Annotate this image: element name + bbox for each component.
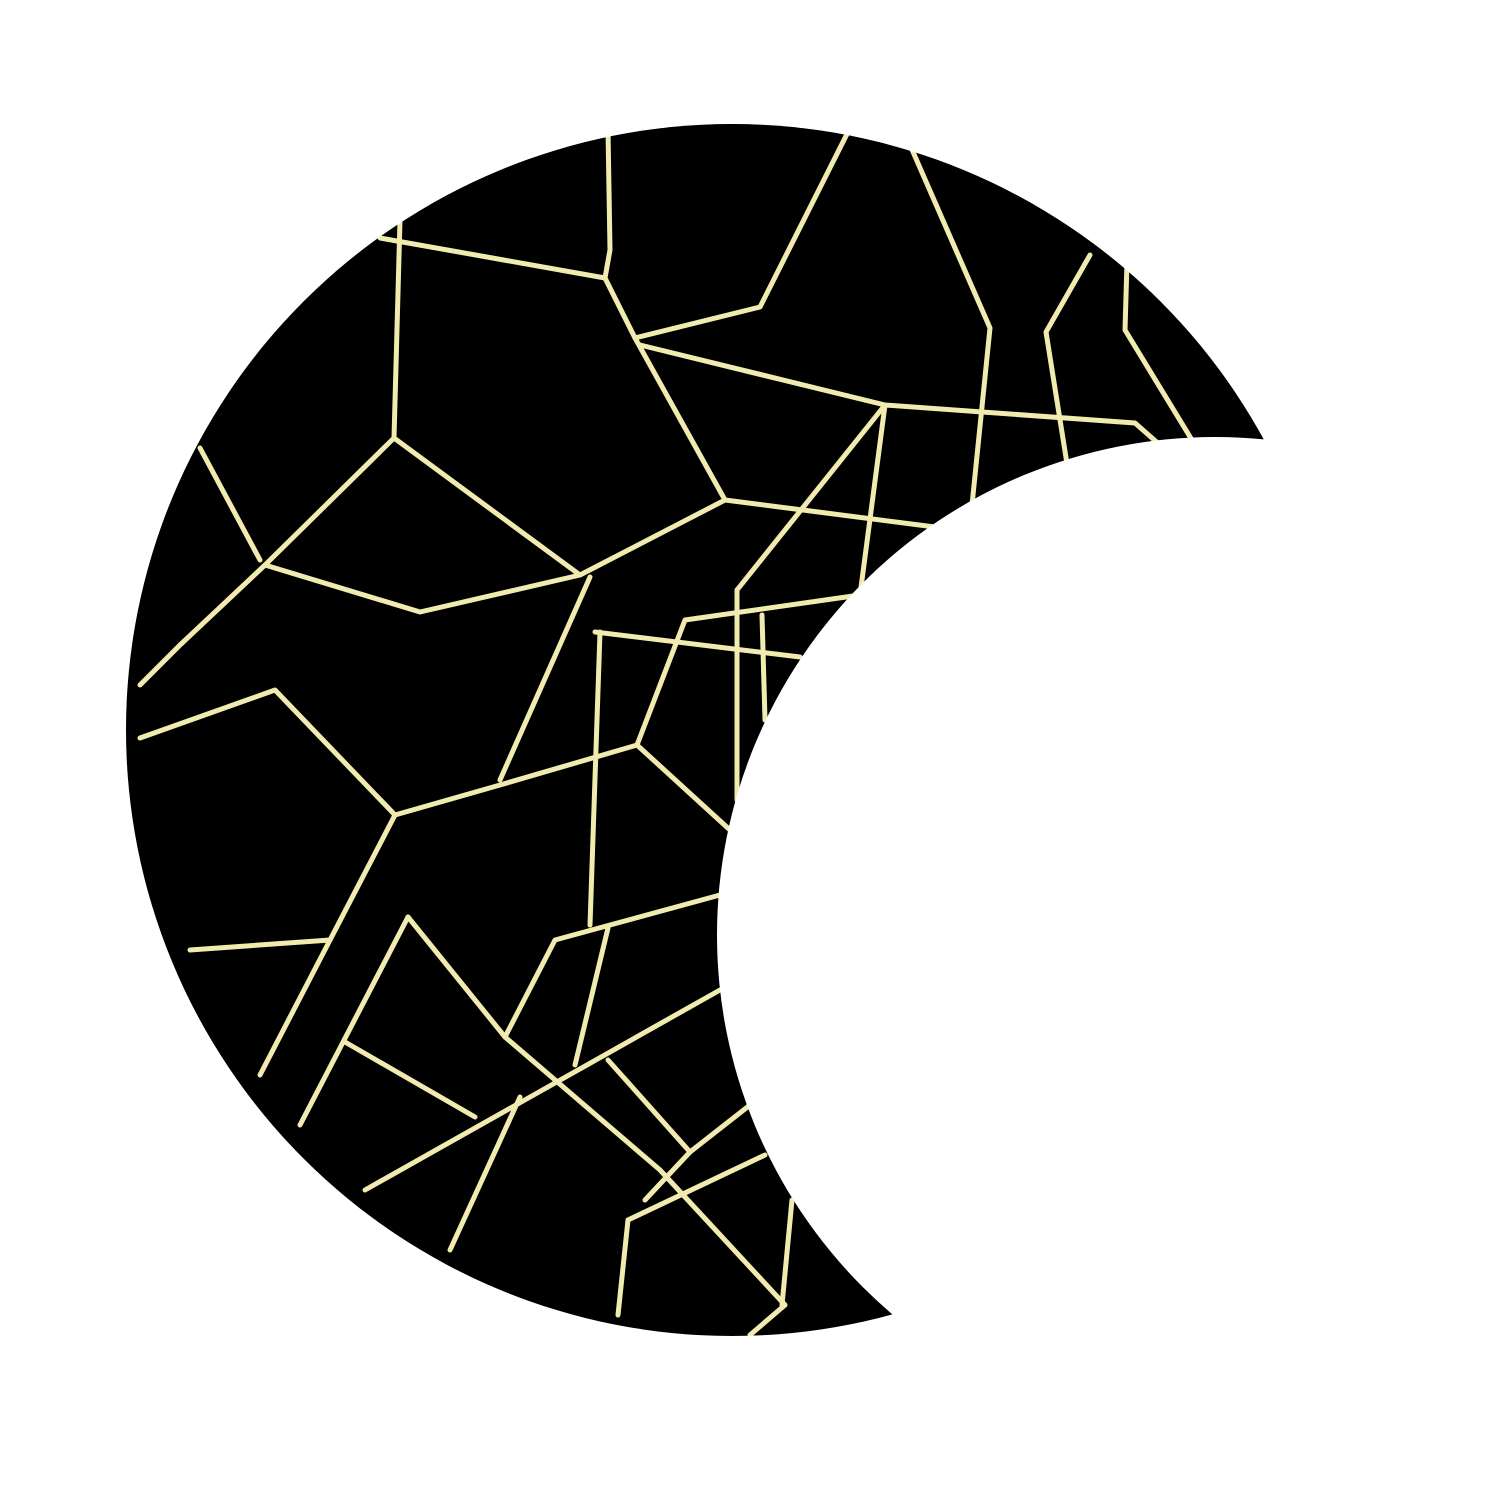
crack-line xyxy=(187,937,333,953)
crack-line xyxy=(615,1217,631,1318)
crack-line xyxy=(572,925,611,1068)
crack-line xyxy=(362,987,723,1193)
crack-line xyxy=(637,342,888,598)
crack-line xyxy=(342,1039,478,1120)
crack-line xyxy=(587,629,603,928)
crack-line xyxy=(262,497,938,615)
crack-line xyxy=(779,1197,795,1308)
crack-line xyxy=(197,445,263,563)
crack-line xyxy=(592,629,803,660)
crack-line xyxy=(391,435,583,578)
crack-line xyxy=(907,142,993,508)
crack-line xyxy=(502,1034,788,1338)
crack-line xyxy=(634,592,863,748)
crack-line xyxy=(625,1152,768,1223)
crack-line xyxy=(734,402,1163,593)
crack-line xyxy=(137,687,733,833)
crack-line xyxy=(1043,252,1093,473)
crack-line xyxy=(405,892,723,1040)
crack-line xyxy=(1122,259,1198,448)
crack-line xyxy=(447,1094,523,1253)
crack-line xyxy=(642,1149,693,1203)
crack-line xyxy=(377,127,613,281)
crack-line xyxy=(297,914,411,1128)
crack-lines xyxy=(137,125,1198,1338)
crack-line xyxy=(759,612,768,723)
crack-line xyxy=(602,125,853,341)
crack-line xyxy=(497,574,593,783)
crack-line xyxy=(632,335,728,503)
